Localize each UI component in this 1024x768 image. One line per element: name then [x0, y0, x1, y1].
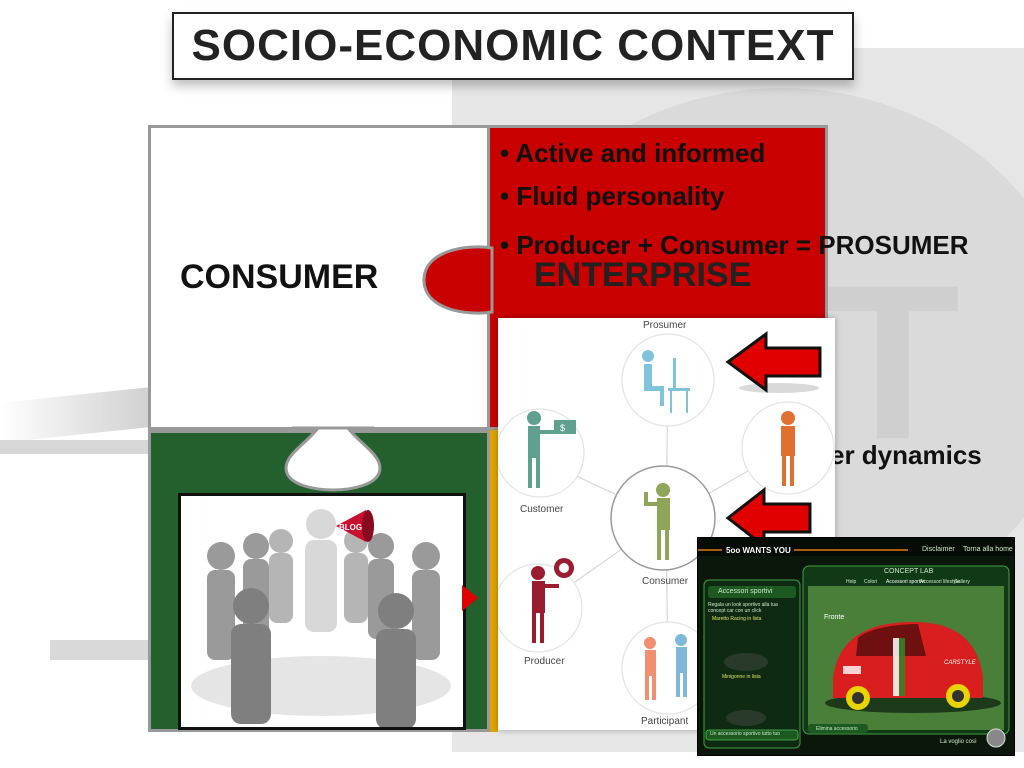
- bullet-item: • Active and informed: [500, 138, 766, 168]
- slide-title: SOCIO-ECONOMIC CONTEXT: [191, 21, 835, 70]
- partial-text: er dynamics: [830, 440, 982, 470]
- fiat-remove-button[interactable]: Elimina accessorio: [816, 726, 858, 732]
- background-shadow: [0, 387, 150, 443]
- diagram-label-prosumer: Prosumer: [643, 320, 687, 331]
- fiat-screenshot-graphic: [698, 538, 1014, 755]
- diagram-label-participant: Participant: [641, 716, 689, 727]
- diagram-label-producer: Producer: [524, 656, 565, 667]
- fiat-tab-active[interactable]: Accessori sportivi: [886, 579, 925, 585]
- fiat-footer[interactable]: La voglio così: [940, 739, 977, 745]
- diagram-label-consumer: Consumer: [642, 576, 689, 587]
- puzzle-knob-red: [422, 245, 494, 315]
- fiat-tab[interactable]: Colori: [864, 579, 878, 585]
- fiat-brand: 5oo WANTS YOU: [726, 546, 791, 555]
- slide-title-box: SOCIO-ECONOMIC CONTEXT: [172, 12, 854, 80]
- fiat-nav-home[interactable]: Torna alla home: [963, 546, 1013, 553]
- fiat-side-title: Accessori sportivi: [718, 588, 773, 595]
- red-arrow-prosumer-icon: [725, 331, 822, 393]
- fiat-tab[interactable]: Accessori lifestyle: [920, 579, 960, 585]
- bullet-item: • Producer + Consumer = PROSUMER: [500, 230, 969, 260]
- crowd-illustration: BLOG: [181, 496, 463, 727]
- fiat-side-button[interactable]: Un accessorio sportivo tutto tuo: [710, 731, 781, 737]
- fiat-side-text: Regala un look sportivo alla tua concept…: [708, 602, 778, 614]
- background-shadow: [50, 640, 150, 660]
- fiat-tab[interactable]: Help: [846, 579, 857, 585]
- fiat-tab[interactable]: Gallery: [954, 579, 970, 585]
- consumer-label: CONSUMER: [180, 258, 379, 296]
- blog-sign-text: BLOG: [339, 523, 362, 532]
- diagram-label-customer: Customer: [520, 504, 564, 515]
- fiat-500-concept-lab-screenshot: 5oo WANTS YOU Disclaimer Torna alla home…: [697, 537, 1015, 756]
- bullet-item: • Fluid personality: [500, 181, 725, 211]
- fiat-header: CONCEPT LAB: [884, 568, 934, 575]
- crowd-blog-image: BLOG: [178, 493, 466, 730]
- background-shadow: [0, 440, 150, 454]
- fiat-nav-disclaimer[interactable]: Disclaimer: [922, 546, 955, 553]
- fiat-car-plate: CARSTYLE: [944, 660, 976, 666]
- fiat-view-label[interactable]: Fronte: [824, 614, 845, 621]
- prosumer-network-graphic: $: [498, 333, 835, 715]
- fiat-side-link[interactable]: Minigonne in lista: [722, 674, 761, 680]
- fiat-side-link[interactable]: Maretto Racing in lista: [712, 616, 762, 622]
- puzzle-knob-white: [284, 426, 382, 492]
- puzzle-piece-yellow-edge: [490, 430, 498, 732]
- small-red-arrow-icon: [462, 585, 478, 611]
- dollar-sign: $: [560, 423, 565, 433]
- enterprise-label: ENTERPRISE: [534, 256, 752, 294]
